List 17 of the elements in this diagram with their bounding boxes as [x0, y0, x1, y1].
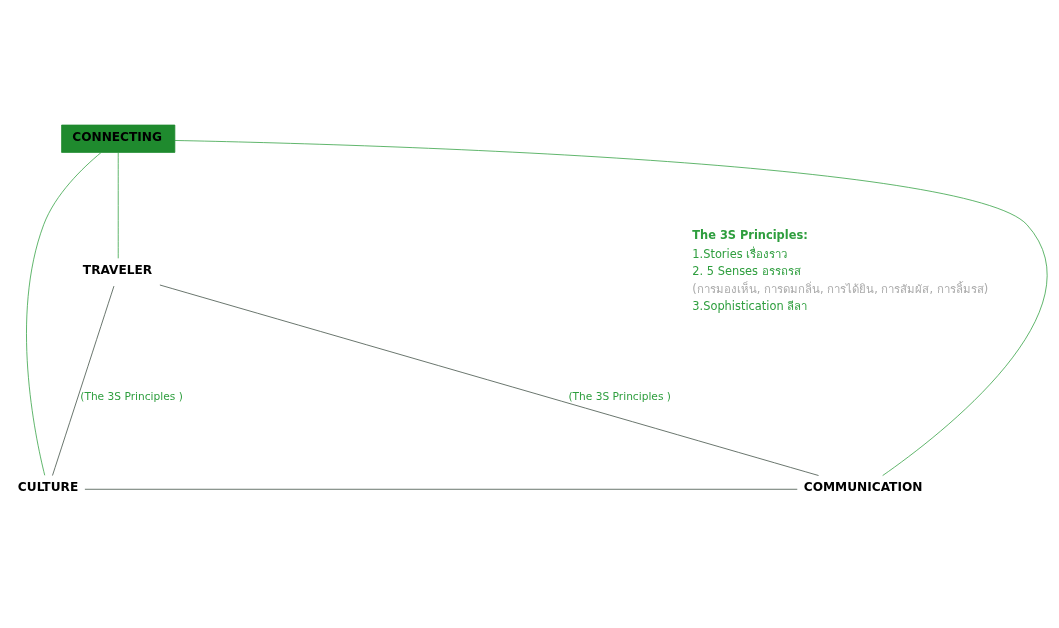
edge-label: (The 3S Principles )	[80, 390, 183, 404]
connector	[174, 140, 1048, 476]
connector	[26, 152, 102, 476]
edge-label: (The 3S Principles )	[568, 390, 671, 404]
connector	[52, 285, 115, 476]
label: The 3S Principles:	[692, 228, 808, 243]
connector	[159, 284, 819, 476]
label: (การมองเห็น, การดมกลิ่น, การได้ยิน, การสัมผัส, การลิ้มรส)	[692, 281, 989, 296]
connector	[84, 488, 798, 490]
label: 2. 5 Senses อรรถรส	[692, 264, 801, 279]
node-text: CULTURE	[17, 480, 79, 495]
node-text: TRAVELER	[82, 263, 153, 278]
connector	[117, 152, 119, 259]
label: 1.Stories เรื่องราว	[692, 246, 788, 261]
label: 3.Sophistication ลีลา	[692, 299, 808, 314]
node-box: CONNECTING	[61, 124, 176, 153]
node-text: COMMUNICATION	[803, 480, 923, 495]
